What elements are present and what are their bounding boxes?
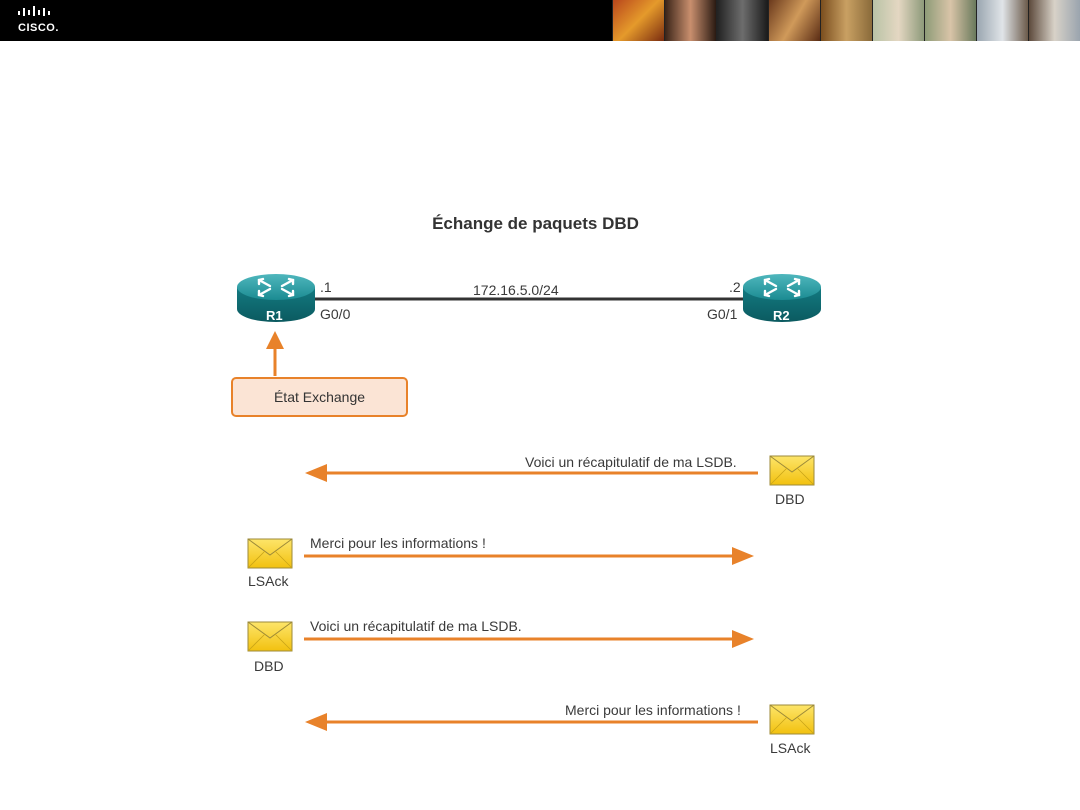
network-address-label: 172.16.5.0/24 [473,282,559,298]
message-4-packet-label: LSAck [770,740,811,756]
header-bar: CISCO. [0,0,1080,41]
r2-address-label: .2 [729,279,741,295]
envelope-icon [769,455,815,486]
message-arrow-2 [304,547,754,565]
exchange-state-box: État Exchange [231,377,408,417]
photo-3 [716,0,768,41]
photo-8 [976,0,1028,41]
message-3-packet-label: DBD [254,658,284,674]
message-arrow-1 [305,464,758,482]
envelope-icon [769,704,815,735]
message-4-text: Merci pour les informations ! [565,702,741,718]
cisco-logo: CISCO. [17,6,61,36]
diagram-title: Échange de paquets DBD [432,214,639,233]
message-3-text: Voici un récapitulatif de ma LSDB. [310,618,522,634]
message-arrow-3 [304,630,754,648]
message-2-packet-label: LSAck [248,573,289,589]
r1-interface-label: G0/0 [320,306,351,322]
state-arrow-head [266,331,284,349]
router-r1-label: R1 [266,308,283,323]
r1-address-label: .1 [320,279,332,295]
photo-5 [820,0,872,41]
photo-strip [612,0,1080,41]
photo-2 [664,0,716,41]
router-r2-label: R2 [773,308,790,323]
envelope-icon [247,621,293,652]
message-2-text: Merci pour les informations ! [310,535,486,551]
photo-9 [1028,0,1080,41]
message-1-text: Voici un récapitulatif de ma LSDB. [525,454,737,470]
envelope-icon [247,538,293,569]
photo-1 [612,0,664,41]
photo-6 [872,0,924,41]
photo-4 [768,0,820,41]
message-arrow-4 [305,713,758,731]
logo-text: CISCO. [18,22,59,34]
r2-interface-label: G0/1 [707,306,738,322]
message-1-packet-label: DBD [775,491,805,507]
photo-7 [924,0,976,41]
